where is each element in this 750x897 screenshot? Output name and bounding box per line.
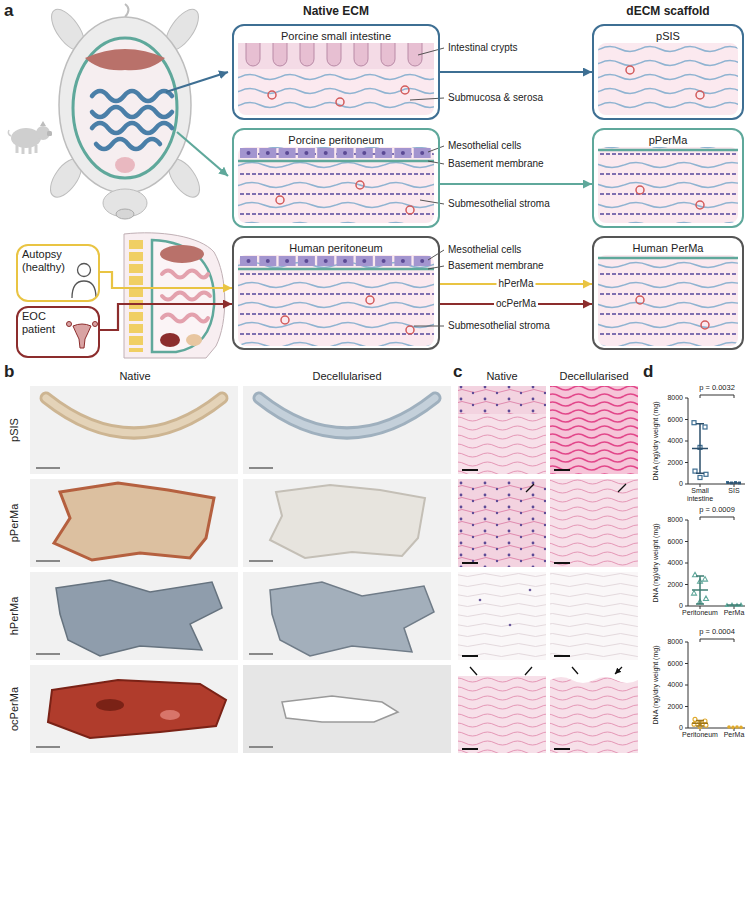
edge-label: hPerMa — [496, 278, 535, 290]
flow-arrow — [100, 304, 232, 330]
decm-scaffold-box: pPerMa — [592, 128, 744, 228]
decm-scaffold-box: pSIS — [592, 24, 744, 120]
native-ecm-box: Porcine small intestine — [232, 24, 440, 120]
tick-label: 4000 — [667, 437, 683, 445]
node-title: pPerMa — [645, 132, 692, 147]
tick-label: 2000 — [667, 580, 683, 588]
column-header: Decellularised — [559, 370, 628, 383]
native-ecm-box: Human peritoneum — [232, 236, 440, 350]
tick-label: 6000 — [667, 537, 683, 545]
node-title: pSIS — [652, 28, 684, 43]
axis-title: DNA (ng)/dry weight (mg) — [652, 646, 660, 725]
dna-charts — [685, 395, 745, 731]
decm-scaffold-box: Human PerMa — [592, 236, 744, 350]
row-label: pSIS — [8, 418, 21, 442]
human-illustration — [124, 233, 225, 358]
tick-label: 0 — [679, 724, 683, 732]
pig-icon — [8, 121, 52, 154]
p-value: p = 0.0009 — [699, 506, 735, 515]
node-title: Human PerMa — [629, 240, 708, 255]
row-label: pPerMa — [8, 504, 21, 543]
tick-label: 8000 — [667, 638, 683, 646]
pig-illustration — [44, 4, 228, 219]
axis-title: DNA (ng)/dry weight (mg) — [652, 524, 660, 603]
tick-label: 6000 — [667, 659, 683, 667]
structure-label: Intestinal crypts — [448, 42, 588, 54]
structure-label: Basement membrane — [448, 158, 588, 170]
structure-label: Submesothelial stroma — [448, 320, 588, 332]
flow-arrow — [440, 183, 592, 185]
axis-title: DNA (ng)/dry weight (mg) — [652, 402, 660, 481]
row-label: ocPerMa — [8, 687, 21, 731]
node-title: Autopsy (healthy) — [18, 246, 70, 274]
structure-label: Submucosa & serosa — [448, 92, 588, 104]
column-header: Decellularised — [312, 370, 381, 383]
column-header: dECM scaffold — [626, 5, 709, 19]
histology-images — [458, 386, 638, 753]
tick-label: 6000 — [667, 415, 683, 423]
tick-label: 4000 — [667, 559, 683, 567]
column-header: Native ECM — [303, 5, 369, 19]
flow-arrow — [440, 71, 592, 73]
panel-letter: a — [4, 1, 13, 21]
panel-letter: c — [453, 362, 462, 382]
structure-label: Basement membrane — [448, 260, 588, 272]
column-header: Native — [119, 370, 150, 383]
panel-letter: b — [4, 362, 14, 382]
p-value: p = 0.0032 — [699, 384, 735, 393]
flow-arrow — [100, 272, 232, 288]
category-label: PerMa — [719, 731, 749, 739]
structure-label: Submesothelial stroma — [448, 198, 588, 210]
edge-label: ocPerMa — [494, 298, 538, 310]
category-label: Small intestine — [682, 487, 718, 503]
p-value: p = 0.0004 — [699, 628, 735, 637]
tissue-schematics — [238, 43, 738, 346]
tick-label: 0 — [679, 480, 683, 488]
tick-label: 8000 — [667, 516, 683, 524]
node-title: Porcine peritoneum — [284, 132, 387, 147]
row-label: hPerMa — [8, 597, 21, 636]
tick-label: 0 — [679, 602, 683, 610]
specimen-photos — [30, 386, 451, 753]
donor-box: EOC patient — [16, 306, 100, 358]
category-label: Peritoneum — [682, 731, 718, 739]
node-title: Human peritoneum — [285, 240, 387, 255]
tick-label: 2000 — [667, 702, 683, 710]
native-ecm-box: Porcine peritoneum — [232, 128, 440, 228]
column-header: Native — [486, 370, 517, 383]
category-label: SIS — [719, 487, 749, 495]
structure-label: Mesothelial cells — [448, 244, 588, 256]
donor-box: Autopsy (healthy) — [16, 244, 100, 302]
panel-letter: d — [643, 362, 653, 382]
node-title: Porcine small intestine — [277, 28, 395, 43]
tick-label: 8000 — [667, 394, 683, 402]
category-label: PerMa — [719, 609, 749, 617]
structure-label: Mesothelial cells — [448, 140, 588, 152]
tick-label: 2000 — [667, 458, 683, 466]
tick-label: 4000 — [667, 681, 683, 689]
category-label: Peritoneum — [682, 609, 718, 617]
node-title: EOC patient — [18, 308, 70, 336]
